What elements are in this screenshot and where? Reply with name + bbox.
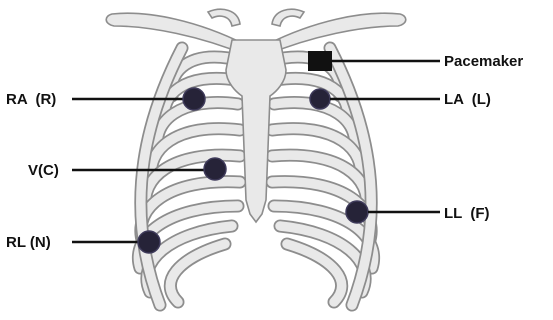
ribs-right-side xyxy=(138,48,240,305)
ribs-left-side xyxy=(272,48,374,305)
pacemaker-label: Pacemaker xyxy=(444,53,523,70)
rib-cage-illustration xyxy=(106,9,406,305)
electrode-la-label: LA (L) xyxy=(444,91,491,108)
upper-spine-hooks xyxy=(208,9,304,26)
pacemaker-device xyxy=(308,51,332,71)
electrode-rl xyxy=(138,231,160,253)
electrode-ll-label: LL (F) xyxy=(444,205,490,222)
electrode-ll xyxy=(346,201,368,223)
electrode-la xyxy=(310,89,330,109)
electrode-ra-label: RA (R) xyxy=(6,91,56,108)
electrode-v-label: V(C) xyxy=(28,162,59,179)
electrode-ra xyxy=(183,88,205,110)
electrode-rl-label: RL (N) xyxy=(6,234,51,251)
electrode-v xyxy=(204,158,226,180)
